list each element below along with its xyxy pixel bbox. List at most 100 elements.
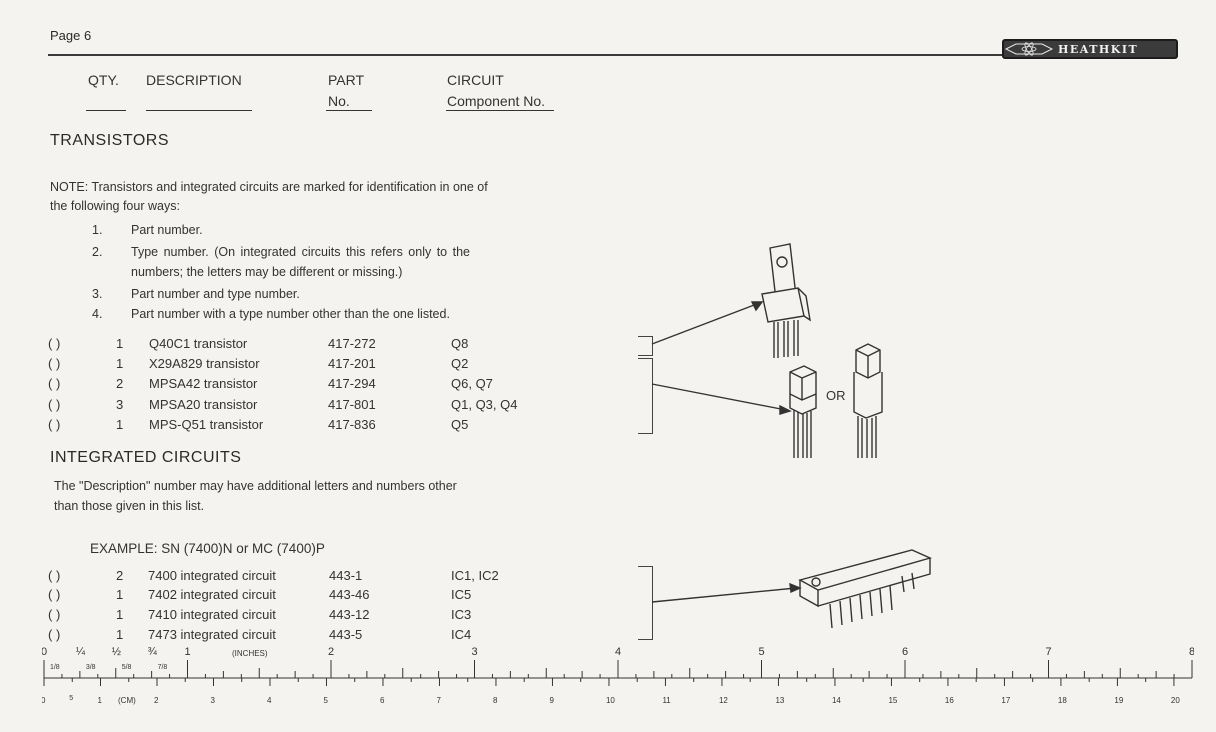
small-fraction-label: 3/8 <box>86 664 96 671</box>
list-text-2-cont: numbers; the letters may be different or… <box>131 265 403 279</box>
cm-label: 6 <box>380 696 385 705</box>
ic-note-line-2: than those given in this list. <box>54 499 205 513</box>
inch-label: 2 <box>328 646 334 658</box>
note-line-1: NOTE: Transistors and integrated circuit… <box>50 180 488 194</box>
check-box[interactable]: ( ) <box>48 587 61 602</box>
cm-label: 10 <box>606 696 615 705</box>
inch-label: 1 <box>185 646 191 658</box>
col-component-no: Component No. <box>447 93 546 109</box>
row-qty: 1 <box>116 627 124 642</box>
cm-label: 15 <box>888 696 897 705</box>
row-circuit: IC5 <box>451 587 472 602</box>
ic-example: EXAMPLE: SN (7400)N or MC (7400)P <box>90 541 325 556</box>
row-qty: 3 <box>116 397 124 412</box>
col-circuit: CIRCUIT <box>447 72 504 88</box>
cm-label: 3 <box>210 696 215 705</box>
cm-label: 2 <box>154 696 159 705</box>
row-qty: 1 <box>116 356 124 371</box>
ic-note-line-1: The "Description" number may have additi… <box>54 479 457 493</box>
row-description: MPS-Q51 transistor <box>149 417 264 432</box>
cm-label: 4 <box>267 696 272 705</box>
small-fraction-label: 7/8 <box>158 664 168 671</box>
cm-label: 0 <box>42 696 46 705</box>
row-part-no: 417-836 <box>328 417 376 432</box>
heathkit-logo: HEATHKIT <box>1002 39 1178 59</box>
check-box[interactable]: ( ) <box>48 397 61 412</box>
check-box[interactable]: ( ) <box>48 568 61 583</box>
list-num-1: 1. <box>92 223 103 237</box>
atom-icon <box>1004 42 1054 56</box>
check-box[interactable]: ( ) <box>48 376 61 391</box>
row-description: Q40C1 transistor <box>149 336 248 351</box>
dip-ic-icon <box>798 549 933 629</box>
to92-transistor-alt-icon <box>853 343 883 458</box>
qty-underline <box>86 110 126 111</box>
inch-label: 0 <box>42 646 47 658</box>
fraction-label: ¾ <box>148 646 158 658</box>
row-description: 7473 integrated circuit <box>148 627 276 642</box>
cm-label: 14 <box>832 696 841 705</box>
cm-label: 13 <box>775 696 784 705</box>
list-num-3: 3. <box>92 287 103 301</box>
col-description: DESCRIPTION <box>146 72 242 88</box>
check-box[interactable]: ( ) <box>48 627 61 642</box>
inch-label: 5 <box>759 646 765 658</box>
list-text-1: Part number. <box>131 223 203 237</box>
row-circuit: Q6, Q7 <box>451 376 493 391</box>
cm-label: 18 <box>1058 696 1067 705</box>
row-description: 7402 integrated circuit <box>148 587 276 602</box>
row-circuit: Q8 <box>451 336 469 351</box>
component-underline <box>446 110 554 111</box>
cm-label: 5 <box>323 696 328 705</box>
cm-label: 1 <box>97 696 102 705</box>
page-number: Page 6 <box>50 28 92 43</box>
fraction-label: ¼ <box>76 646 86 658</box>
list-text-2: Type number. (On integrated circuits thi… <box>131 245 470 259</box>
row-part-no: 417-801 <box>328 397 376 412</box>
description-underline <box>146 110 252 111</box>
row-qty: 2 <box>116 568 124 583</box>
row-circuit: IC4 <box>451 627 472 642</box>
cm-label: 19 <box>1114 696 1123 705</box>
inch-label: 7 <box>1046 646 1052 658</box>
bracket-q8 <box>638 336 653 356</box>
check-box[interactable]: ( ) <box>48 607 61 622</box>
row-part-no: 417-294 <box>328 376 376 391</box>
cm-unit-label: (CM) <box>118 696 136 705</box>
row-circuit: Q1, Q3, Q4 <box>451 397 518 412</box>
check-box[interactable]: ( ) <box>48 356 61 371</box>
check-box[interactable]: ( ) <box>48 336 61 351</box>
header-rule <box>48 54 1008 56</box>
row-part-no: 417-272 <box>328 336 376 351</box>
row-circuit: IC1, IC2 <box>451 568 499 583</box>
or-label: OR <box>826 388 846 403</box>
list-text-4: Part number with a type number other tha… <box>131 307 450 321</box>
inches-unit-label: (INCHES) <box>232 649 268 658</box>
row-part-no: 443-1 <box>329 568 363 583</box>
cm-label: 17 <box>1001 696 1010 705</box>
row-qty: 1 <box>116 587 124 602</box>
inch-label: 8 <box>1189 646 1194 658</box>
row-circuit: Q5 <box>451 417 469 432</box>
cm-label: 12 <box>719 696 728 705</box>
col-part-no: No. <box>328 93 350 109</box>
cm-label: 9 <box>549 696 554 705</box>
cm-label: 7 <box>436 696 441 705</box>
row-description: 7400 integrated circuit <box>148 568 276 583</box>
row-description: MPSA20 transistor <box>149 397 258 412</box>
logo-wordmark: HEATHKIT <box>1058 42 1139 56</box>
list-num-2: 2. <box>92 245 103 259</box>
row-circuit: Q2 <box>451 356 469 371</box>
inch-label: 4 <box>615 646 621 658</box>
row-qty: 1 <box>116 336 124 351</box>
note-line-2: the following four ways: <box>50 199 180 213</box>
row-circuit: IC3 <box>451 607 472 622</box>
small-fraction-label: 1/8 <box>50 664 60 671</box>
row-qty: 1 <box>116 607 124 622</box>
bracket-q-group <box>638 358 653 434</box>
row-part-no: 417-201 <box>328 356 376 371</box>
to92-transistor-icon <box>789 365 817 458</box>
row-description: MPSA42 transistor <box>149 376 258 391</box>
transistors-heading: TRANSISTORS <box>50 132 169 149</box>
check-box[interactable]: ( ) <box>48 417 61 432</box>
